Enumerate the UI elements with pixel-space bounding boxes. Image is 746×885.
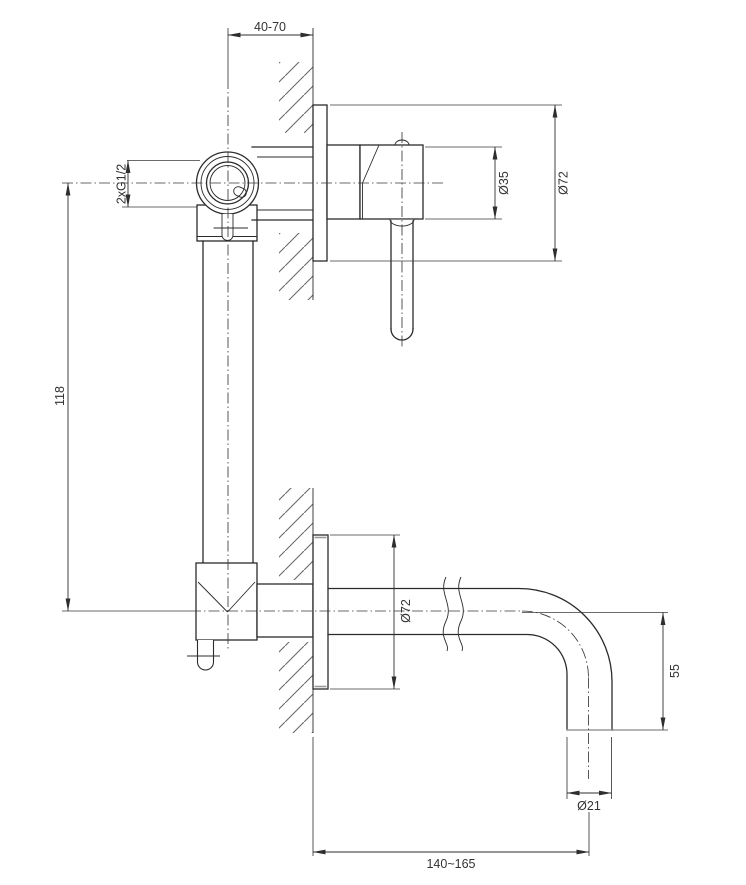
dim-label-inlet-thread: 2xG1/2 — [115, 164, 129, 204]
break-mark-right — [457, 576, 464, 652]
dim-spout-drop: 55 — [522, 612, 682, 731]
dim-top-escutcheon: Ø72 — [330, 104, 571, 262]
wall-hatch-lower-b — [279, 642, 313, 733]
elbow-drain-plug — [196, 640, 215, 671]
spout-tube-outer — [327, 587, 613, 731]
elbow-wall-connector — [256, 583, 314, 638]
elbow-miter-right — [227, 581, 256, 613]
bottom-escutcheon-flange — [312, 534, 329, 690]
mixer-cartridge-body — [359, 144, 424, 220]
dim-center-distance: 118 — [53, 182, 71, 612]
spout-bend-centerline — [521, 610, 589, 678]
wall-section-lower — [279, 488, 314, 856]
dim-label-spout-reach: 140~165 — [426, 857, 475, 871]
spout-tube-inner — [327, 633, 568, 731]
centerlines — [62, 28, 590, 856]
wall-hatch-upper-b — [279, 233, 313, 300]
dim-wall-depth: 40-70 — [227, 20, 314, 38]
concealed-valve-body — [195, 146, 314, 242]
dim-label-wall-depth: 40-70 — [254, 20, 286, 34]
supply-pipe — [202, 240, 254, 564]
dim-label-bottom-escutcheon: Ø72 — [399, 599, 413, 623]
mixer-trim-sleeve — [326, 144, 361, 220]
dim-label-cartridge-diameter: Ø35 — [497, 171, 511, 195]
dim-label-spout-drop: 55 — [668, 664, 682, 678]
lever-base-seam-slant — [362, 144, 380, 184]
dim-cartridge-diameter: Ø35 — [425, 146, 511, 220]
dim-bottom-escutcheon: Ø72 — [330, 534, 413, 690]
dim-label-outlet-diameter: Ø21 — [577, 799, 601, 813]
elbow-body — [195, 562, 258, 641]
dim-label-top-escutcheon: Ø72 — [557, 171, 571, 195]
wall-hatch-lower-a — [279, 488, 313, 580]
wall-hatch-upper-a — [279, 62, 313, 133]
break-mark-left — [442, 576, 449, 652]
dim-spout-outlet-diameter: Ø21 — [566, 737, 612, 813]
lever-neck-mask — [390, 219, 414, 226]
elbow-miter-left — [197, 581, 228, 613]
spout-assembly — [312, 534, 613, 731]
dim-label-center-distance: 118 — [53, 386, 67, 406]
spout-elbow — [187, 562, 314, 671]
valve-cartridge-tab — [233, 186, 247, 198]
dim-spout-reach: 140~165 — [312, 849, 590, 871]
wall-section-upper — [279, 28, 314, 300]
mixer-assembly — [312, 104, 424, 341]
valve-stem — [221, 214, 234, 241]
dim-inlet-thread: 2xG1/2 — [115, 160, 200, 208]
